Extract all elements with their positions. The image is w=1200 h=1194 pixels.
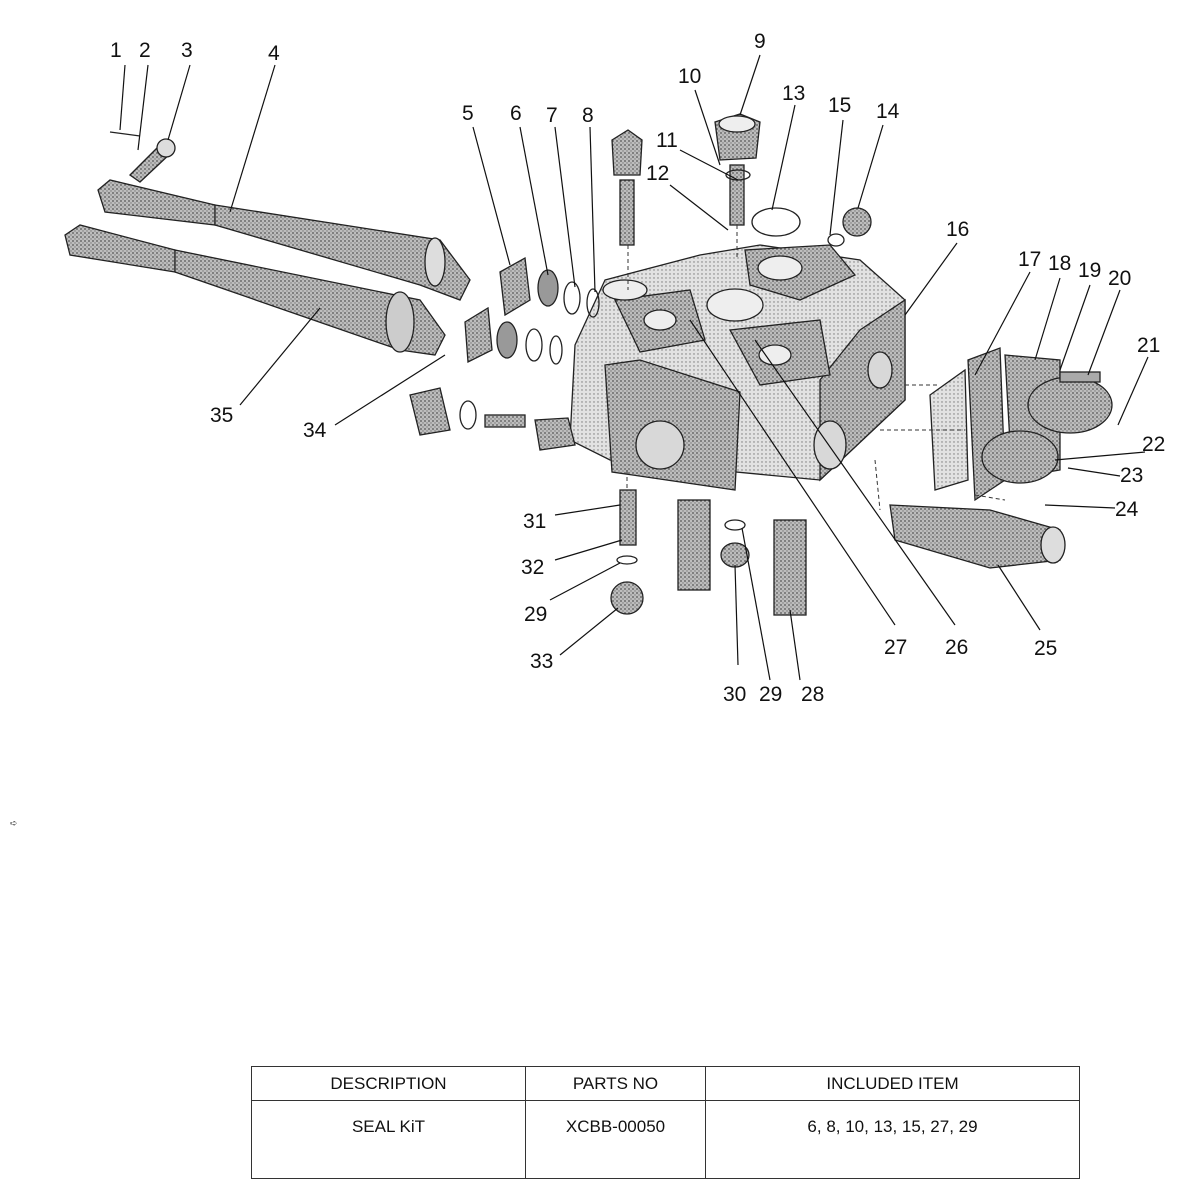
seal-rings xyxy=(464,207,845,365)
callout-6: 6 xyxy=(510,102,522,125)
callout-12: 12 xyxy=(646,162,669,185)
header-parts-no: PARTS NO xyxy=(525,1066,706,1101)
callout-22: 22 xyxy=(1142,433,1165,456)
callout-numbers: 1 2 3 4 5 6 7 8 9 10 11 12 13 14 15 16 1… xyxy=(110,30,1165,706)
callout-1: 1 xyxy=(110,39,122,62)
header-included-item: INCLUDED ITEM xyxy=(705,1066,1080,1101)
spool-4 xyxy=(97,179,471,301)
lower-parts xyxy=(409,387,1066,616)
callout-5: 5 xyxy=(462,102,474,125)
table-header-row: DESCRIPTION PARTS NO INCLUDED ITEM xyxy=(251,1066,1080,1101)
callout-31: 31 xyxy=(523,510,546,533)
cell-included-item: 6, 8, 10, 13, 15, 27, 29 xyxy=(705,1100,1080,1179)
seal-kit-table: DESCRIPTION PARTS NO INCLUDED ITEM SEAL … xyxy=(251,1066,1080,1179)
callout-4: 4 xyxy=(268,42,280,65)
callout-10: 10 xyxy=(678,65,701,88)
exploded-parts-diagram: 1 2 3 4 5 6 7 8 9 10 11 12 13 14 15 16 1… xyxy=(64,30,1165,706)
callout-30: 30 xyxy=(723,683,746,706)
callout-11: 11 xyxy=(656,129,678,152)
callout-24: 24 xyxy=(1115,498,1139,521)
callout-20: 20 xyxy=(1108,267,1131,290)
callout-17: 17 xyxy=(1018,248,1041,271)
callout-32: 32 xyxy=(521,556,544,579)
callout-18: 18 xyxy=(1048,252,1071,275)
header-description: DESCRIPTION xyxy=(251,1066,526,1101)
callout-34: 34 xyxy=(303,419,327,442)
callout-21: 21 xyxy=(1137,334,1160,357)
spool-35 xyxy=(64,224,446,356)
callout-3: 3 xyxy=(181,39,193,62)
cell-description: SEAL KiT xyxy=(251,1100,526,1179)
callout-14: 14 xyxy=(876,100,900,123)
link-2 xyxy=(109,131,176,183)
cell-parts-no: XCBB-00050 xyxy=(525,1100,706,1179)
plug-left xyxy=(611,129,643,246)
callout-13: 13 xyxy=(782,82,805,105)
callout-27: 27 xyxy=(884,636,907,659)
table-row: SEAL KiT XCBB-00050 6, 8, 10, 13, 15, 27… xyxy=(251,1100,1080,1179)
callout-8: 8 xyxy=(582,104,594,127)
callout-16: 16 xyxy=(946,218,969,241)
callout-23: 23 xyxy=(1120,464,1143,487)
callout-25: 25 xyxy=(1034,637,1057,660)
callout-15: 15 xyxy=(828,94,851,117)
callout-26: 26 xyxy=(945,636,968,659)
callout-2: 2 xyxy=(139,39,151,62)
small-arrow-icon: ➪ xyxy=(10,819,18,829)
callout-19: 19 xyxy=(1078,259,1101,282)
alignment-lines xyxy=(626,225,1006,511)
callout-28: 28 xyxy=(801,683,824,706)
valve-body xyxy=(569,244,906,491)
leader-lines xyxy=(119,54,1149,681)
callout-29-lower: 29 xyxy=(759,683,782,706)
plug-14 xyxy=(842,207,872,237)
callout-9: 9 xyxy=(754,30,766,53)
callout-35: 35 xyxy=(210,404,233,427)
callout-33: 33 xyxy=(530,650,553,673)
solenoid-assembly xyxy=(929,347,1113,502)
callout-7: 7 xyxy=(546,104,558,127)
plug-9 xyxy=(714,113,761,226)
callout-29-left: 29 xyxy=(524,603,547,626)
